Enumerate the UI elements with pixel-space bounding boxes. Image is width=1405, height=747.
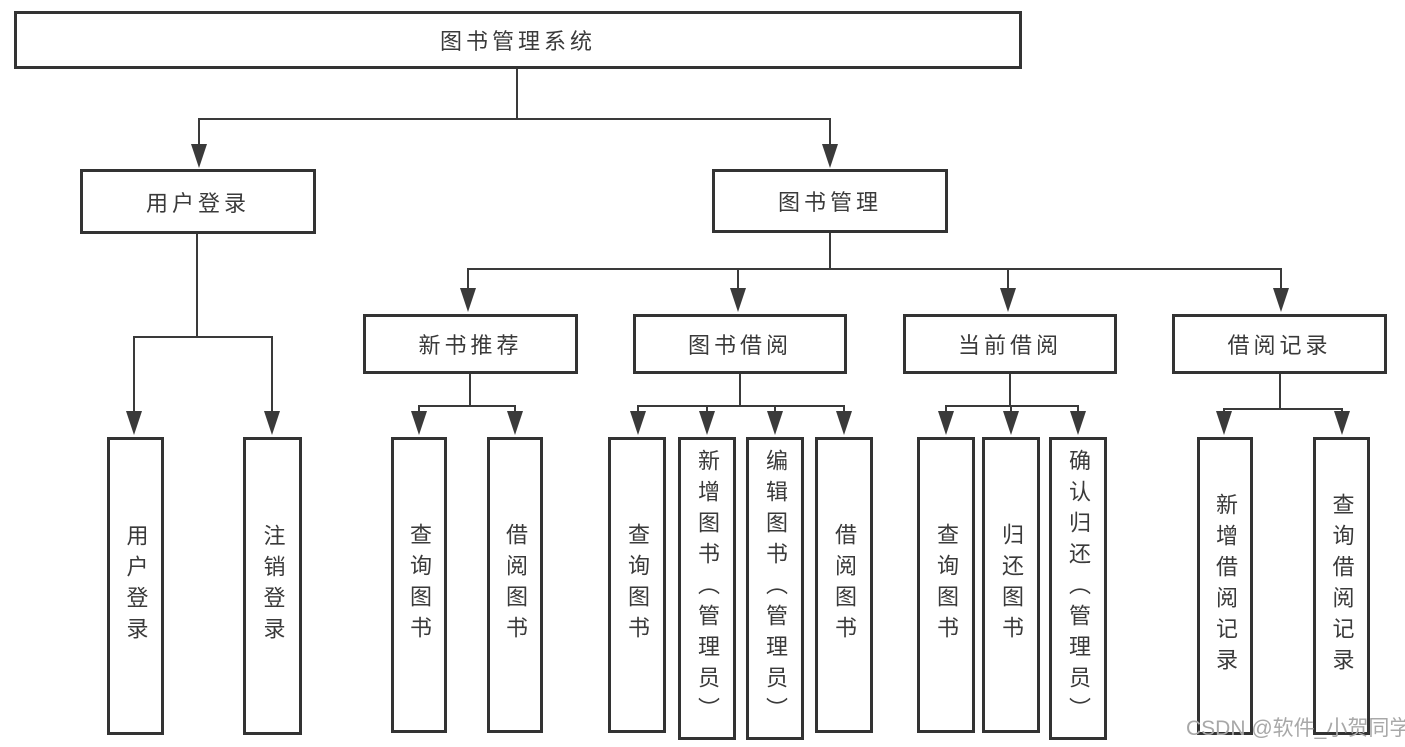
arrowhead-down-icon — [460, 288, 476, 312]
leaf-label: 查询图书 — [407, 523, 432, 647]
connector-line — [514, 406, 516, 412]
leaf-label: 用户登录 — [123, 524, 149, 648]
node-label: 新书推荐 — [418, 333, 523, 358]
arrowhead-down-icon — [1273, 288, 1289, 312]
arrowhead-down-icon — [767, 411, 783, 435]
connector-line — [467, 270, 469, 288]
connector-line — [196, 234, 198, 337]
connector-line — [1007, 270, 1009, 288]
leaf-label: 归还图书 — [999, 523, 1024, 647]
leaf-label: 借阅图书 — [832, 523, 857, 647]
leaf-return-books: 归还图书 — [982, 437, 1040, 733]
connector-line — [637, 406, 639, 412]
arrowhead-down-icon — [1003, 411, 1019, 435]
node-book-borrowing: 图书借阅 — [633, 314, 847, 374]
arrowhead-down-icon — [938, 411, 954, 435]
connector-line — [1009, 374, 1011, 406]
node-current-borrowing: 当前借阅 — [903, 314, 1117, 374]
connector-line — [829, 233, 831, 269]
leaf-label: 借阅图书 — [503, 523, 528, 647]
connector-line — [516, 69, 518, 120]
node-book-management: 图书管理 — [712, 169, 948, 233]
arrowhead-down-icon — [264, 411, 280, 435]
connector-line — [418, 406, 420, 412]
connector-line — [271, 338, 273, 412]
arrowhead-down-icon — [1334, 411, 1350, 435]
leaf-label: 确认归还（管理员） — [1066, 449, 1091, 728]
node-label: 图书管理 — [777, 190, 882, 215]
connector-line — [1280, 270, 1282, 288]
arrowhead-down-icon — [191, 144, 207, 168]
leaf-label: 注销登录 — [260, 524, 286, 648]
connector-line — [1077, 406, 1079, 412]
connector-line — [469, 374, 471, 406]
connector-line — [945, 405, 1079, 407]
arrowhead-down-icon — [836, 411, 852, 435]
connector-line — [418, 405, 516, 407]
arrowhead-down-icon — [1000, 288, 1016, 312]
connector-line — [133, 338, 135, 412]
leaf-query-books-current: 查询图书 — [917, 437, 975, 733]
node-borrowing-records: 借阅记录 — [1172, 314, 1387, 374]
leaf-edit-book-admin: 编辑图书（管理员） — [746, 437, 804, 740]
node-root: 图书管理系统 — [14, 11, 1022, 69]
csdn-watermark: CSDN @软件_小贺同学 — [1186, 717, 1405, 740]
node-new-book-recommend: 新书推荐 — [363, 314, 578, 374]
arrowhead-down-icon — [507, 411, 523, 435]
connector-line — [737, 270, 739, 288]
connector-line — [945, 406, 947, 412]
leaf-borrow-books-recommend: 借阅图书 — [487, 437, 543, 733]
connector-line — [706, 406, 708, 412]
connector-line — [739, 374, 741, 406]
leaf-label: 编辑图书（管理员） — [763, 449, 788, 728]
arrowhead-down-icon — [730, 288, 746, 312]
connector-line — [1010, 406, 1012, 412]
connector-line — [198, 120, 200, 146]
node-label: 图书管理系统 — [439, 29, 596, 54]
leaf-query-books-recommend: 查询图书 — [391, 437, 447, 733]
connector-line — [198, 118, 831, 120]
connector-line — [1223, 408, 1225, 413]
connector-line — [843, 406, 845, 412]
node-label: 当前借阅 — [957, 333, 1062, 358]
leaf-add-borrow-record: 新增借阅记录 — [1197, 437, 1253, 735]
leaf-logout: 注销登录 — [243, 437, 302, 735]
arrowhead-down-icon — [1070, 411, 1086, 435]
arrowhead-down-icon — [699, 411, 715, 435]
leaf-query-borrow-record: 查询借阅记录 — [1313, 437, 1370, 735]
node-label: 用户登录 — [145, 190, 250, 216]
leaf-label: 查询图书 — [934, 523, 959, 647]
connector-line — [1223, 408, 1343, 410]
leaf-user-login: 用户登录 — [107, 437, 164, 735]
arrowhead-down-icon — [1216, 411, 1232, 435]
leaf-label: 新增图书（管理员） — [695, 449, 720, 728]
arrowhead-down-icon — [411, 411, 427, 435]
arrowhead-down-icon — [630, 411, 646, 435]
connector-line — [1279, 374, 1281, 409]
connector-line — [467, 268, 1282, 270]
connector-line — [637, 405, 845, 407]
connector-line — [774, 406, 776, 412]
node-label: 借阅记录 — [1227, 333, 1332, 358]
connector-line — [1341, 408, 1343, 413]
arrowhead-down-icon — [822, 144, 838, 168]
leaf-confirm-return-admin: 确认归还（管理员） — [1049, 437, 1107, 740]
leaf-label: 查询图书 — [625, 523, 650, 647]
leaf-label: 查询借阅记录 — [1329, 493, 1355, 679]
node-user-login: 用户登录 — [80, 169, 316, 234]
arrowhead-down-icon — [126, 411, 142, 435]
leaf-add-book-admin: 新增图书（管理员） — [678, 437, 736, 740]
leaf-label: 新增借阅记录 — [1213, 493, 1238, 679]
leaf-borrow-books-borrowing: 借阅图书 — [815, 437, 873, 733]
leaf-query-books-borrowing: 查询图书 — [608, 437, 666, 733]
connector-line — [829, 120, 831, 146]
node-label: 图书借阅 — [687, 333, 792, 358]
connector-line — [133, 336, 273, 338]
